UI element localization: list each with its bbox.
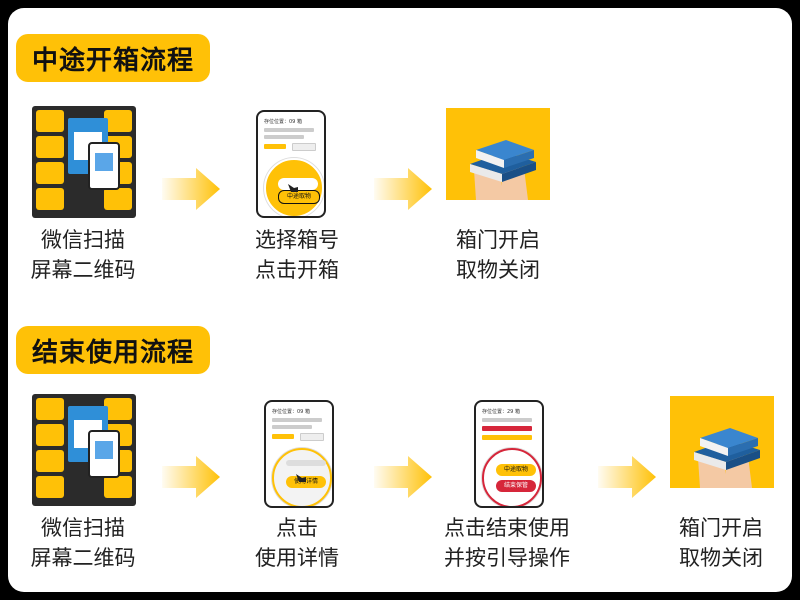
section-title-mid-open: 中途开箱流程	[16, 34, 211, 82]
section-title-end-use: 结束使用流程	[16, 326, 211, 374]
caption-select-box: 选择箱号 点击开箱	[255, 228, 339, 282]
locker-icon	[32, 106, 136, 218]
caption-scan-qr: 微信扫描 屏幕二维码	[30, 228, 136, 282]
locker-icon	[32, 394, 136, 506]
books-in-hands-icon	[446, 108, 550, 200]
phone-mockup-icon: 存位位置：29 箱 中途取物 结束保管	[474, 400, 544, 508]
phone-mockup-icon: 存位位置：09 箱 使用详情	[264, 400, 334, 508]
caption-scan-qr-2: 微信扫描 屏幕二维码	[30, 516, 136, 570]
books-in-hands-icon	[670, 396, 774, 488]
caption-end-use: 点击结束使用 并按引导操作	[444, 516, 570, 570]
caption-usage-details: 点击 使用详情	[255, 516, 339, 570]
chevron-right-icon	[374, 168, 432, 210]
chevron-right-icon	[598, 456, 656, 498]
caption-door-open-2: 箱门开启 取物关闭	[679, 516, 763, 570]
caption-door-open: 箱门开启 取物关闭	[456, 228, 540, 282]
chevron-right-icon	[374, 456, 432, 498]
chevron-right-icon	[162, 456, 220, 498]
phone-mockup-icon: 存位位置：09 箱 中途取物	[256, 110, 326, 218]
flow-card: 中途开箱流程 微信扫描 屏幕二维码 存位位置：09 箱	[8, 8, 792, 592]
chevron-right-icon	[162, 168, 220, 210]
